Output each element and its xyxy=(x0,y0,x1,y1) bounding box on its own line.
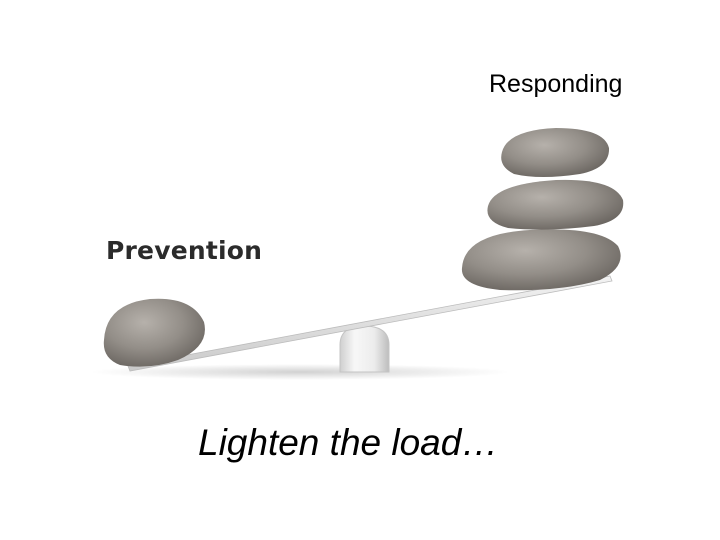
caption-text: Lighten the load… xyxy=(198,422,499,463)
responding-stone-bottom xyxy=(461,229,621,291)
responding-stone-middle xyxy=(487,179,624,230)
ground-shadow xyxy=(90,364,510,380)
prevention-label: Prevention xyxy=(106,236,263,265)
responding-stone-top xyxy=(501,128,610,177)
seesaw-plank xyxy=(127,275,613,372)
responding-label: Responding xyxy=(489,70,623,98)
fulcrum xyxy=(339,325,390,373)
prevention-stone xyxy=(103,298,205,367)
